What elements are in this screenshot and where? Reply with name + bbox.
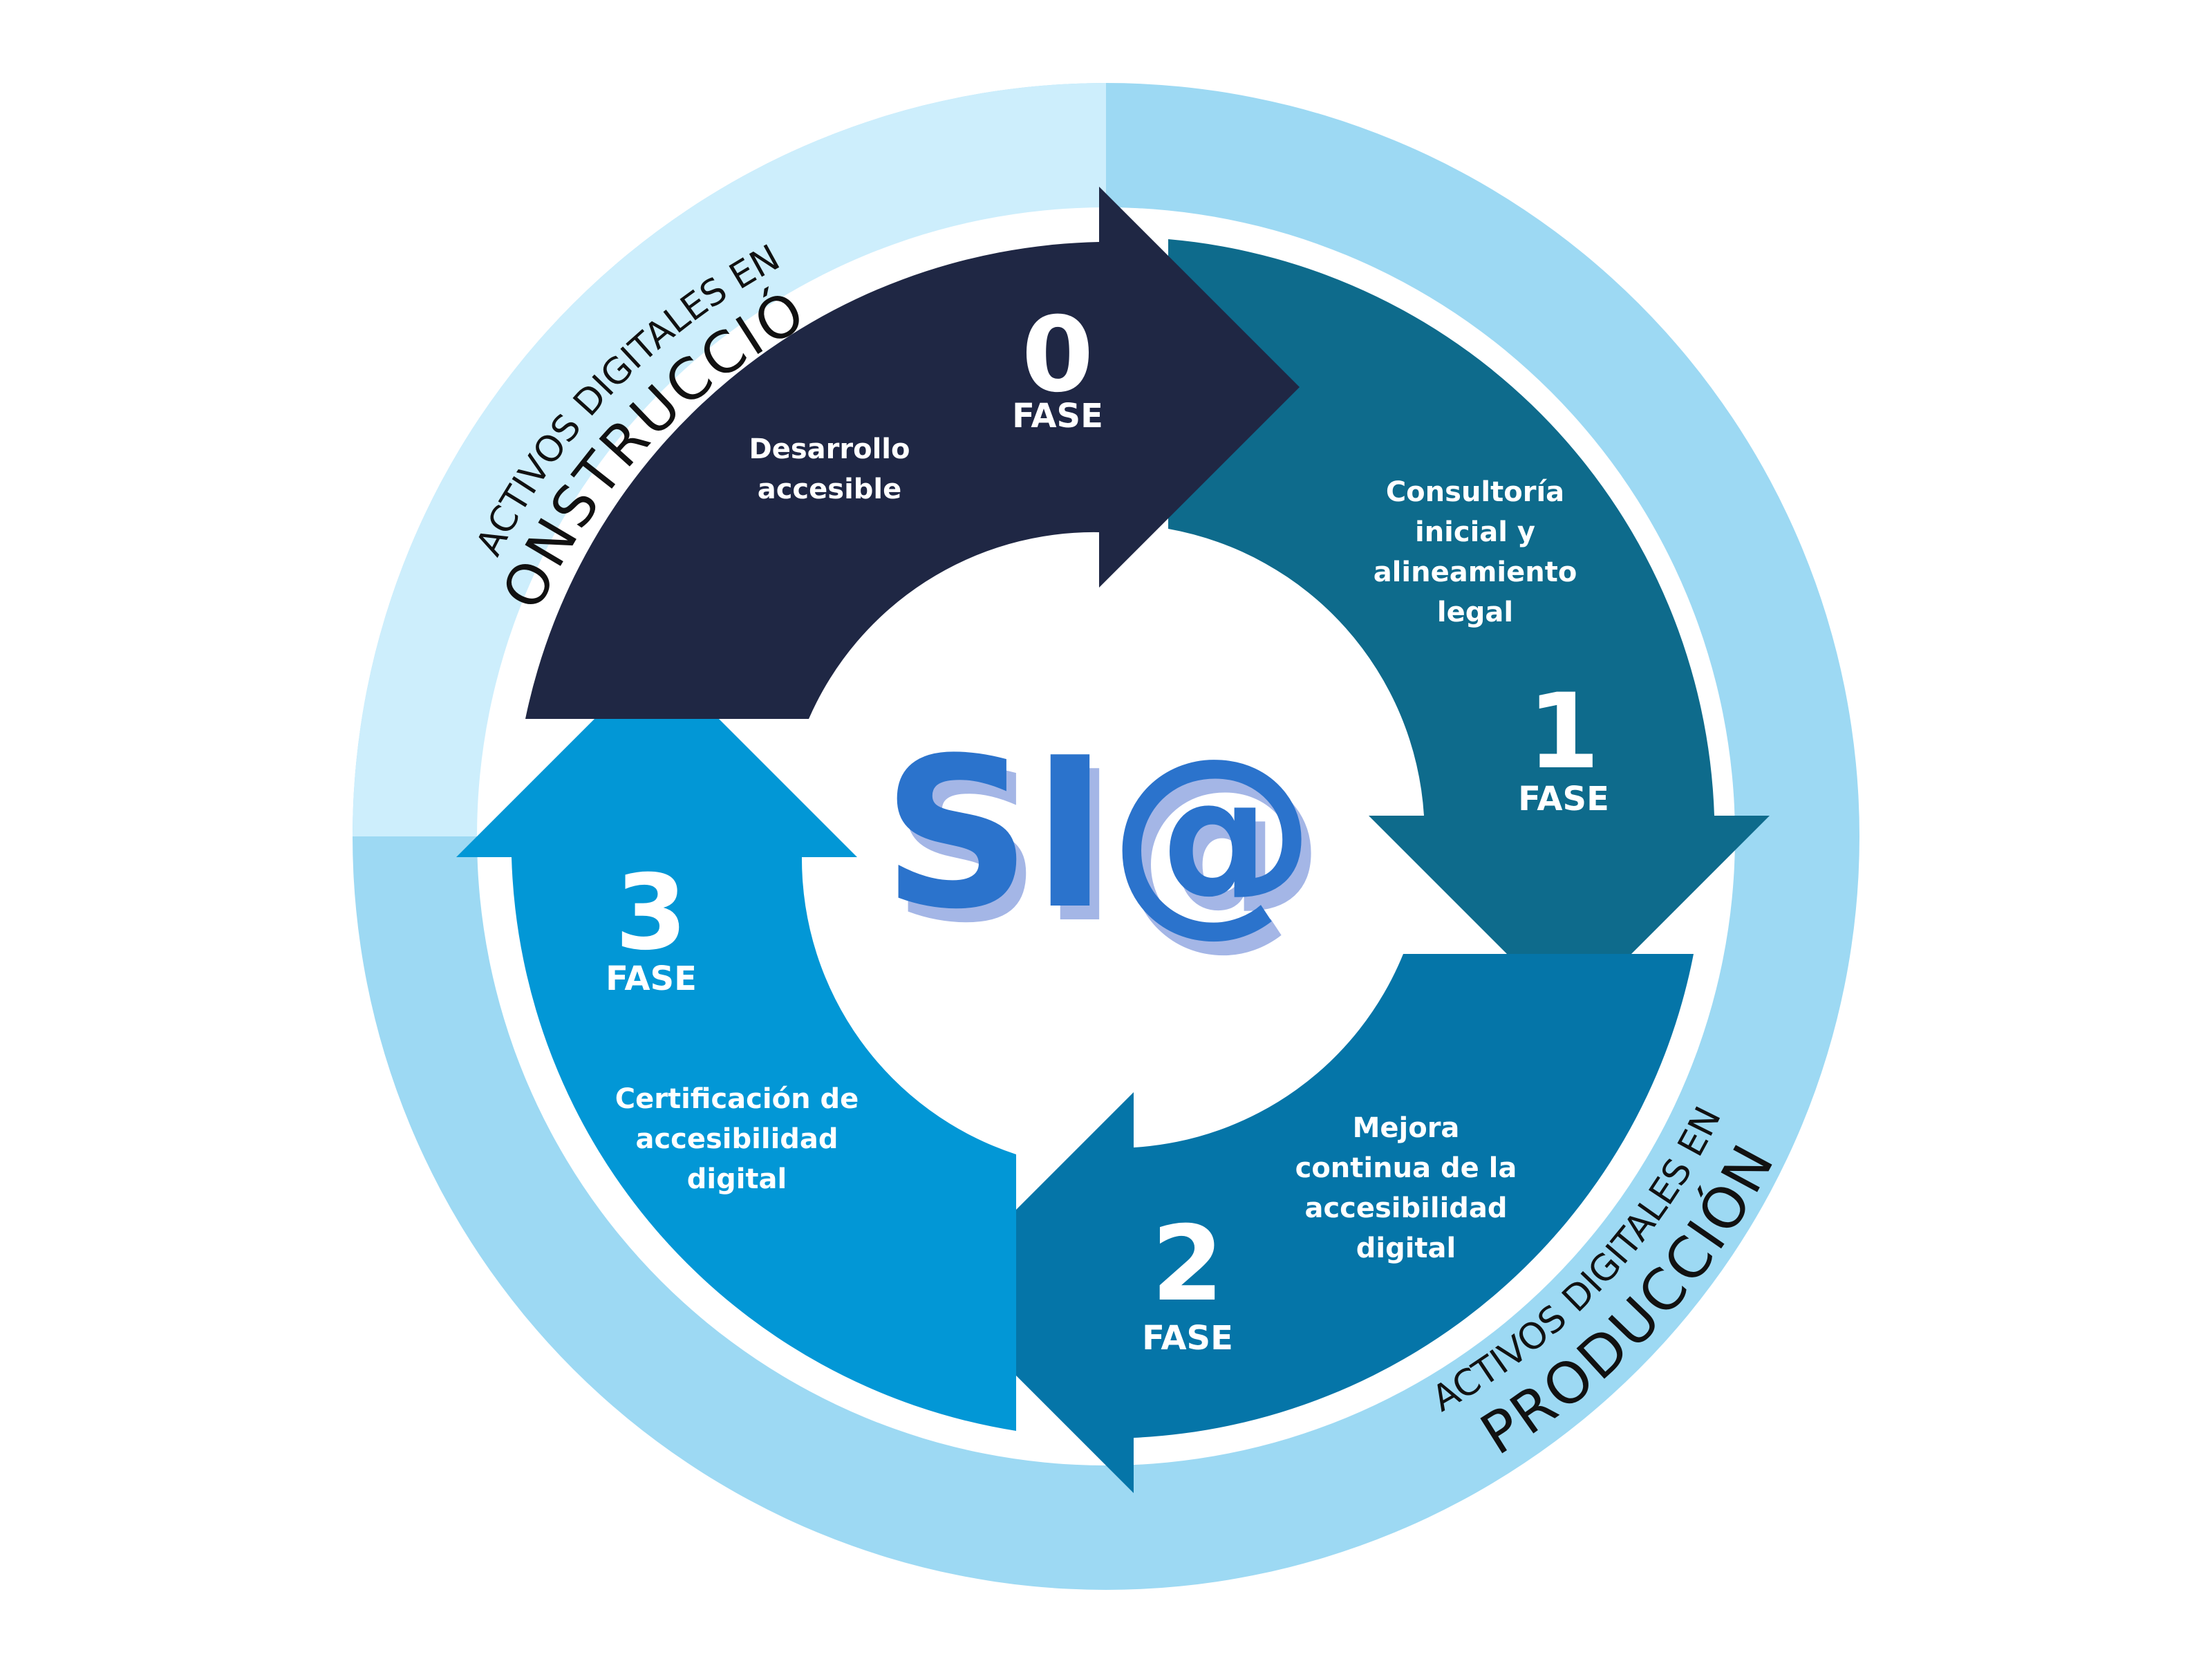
phase-3-description-line: Certificación de: [615, 1083, 859, 1115]
phase-2-description-line: accesibilidad: [1304, 1192, 1507, 1224]
phase-0-label: FASE: [1012, 397, 1103, 435]
phase-1: Consultoría inicial y alineamiento legal…: [1374, 476, 1609, 818]
logo: SI@ SI@: [882, 713, 1326, 968]
phase-1-description-line: alineamiento: [1374, 556, 1577, 588]
phase-arrows: [456, 187, 1770, 1493]
phase-0-description-line: Desarrollo: [749, 433, 910, 465]
phase-2-description-line: Mejora: [1353, 1112, 1460, 1144]
phase-3-number: 3: [615, 853, 687, 973]
phase-2-arrow: [933, 954, 1694, 1493]
phase-2-label: FASE: [1142, 1319, 1233, 1358]
phase-3-description-line: accesibilidad: [635, 1123, 838, 1155]
phase-2-description-line: continua de la: [1295, 1152, 1517, 1184]
phase-0-description-line: accesible: [758, 474, 902, 505]
phase-1-description-line: legal: [1437, 597, 1513, 628]
phase-0-arrow: [525, 187, 1300, 719]
logo-shadow: SI@: [892, 727, 1326, 968]
phase-1-label: FASE: [1518, 780, 1609, 818]
phase-2-number: 2: [1152, 1204, 1224, 1324]
phase-1-number: 1: [1528, 672, 1600, 792]
phase-2: Mejora continua de la accesibilidad digi…: [1142, 1112, 1517, 1358]
phase-0: 0 FASE Desarrollo accesible: [749, 295, 1103, 505]
phase-2-description-line: digital: [1356, 1232, 1456, 1264]
phase-3-description-line: digital: [687, 1163, 787, 1195]
phase-3: 3 FASE Certificación de accesibilidad di…: [606, 853, 859, 1195]
phase-1-arrow: [1168, 239, 1770, 1016]
logo-text: SI@: [882, 713, 1316, 955]
phase-1-description-line: inicial y: [1415, 516, 1535, 548]
phase-1-description-line: Consultoría: [1386, 476, 1564, 508]
phase-0-number: 0: [1022, 295, 1094, 415]
phase-3-label: FASE: [606, 959, 697, 998]
phase-3-arrow: [456, 657, 1016, 1431]
